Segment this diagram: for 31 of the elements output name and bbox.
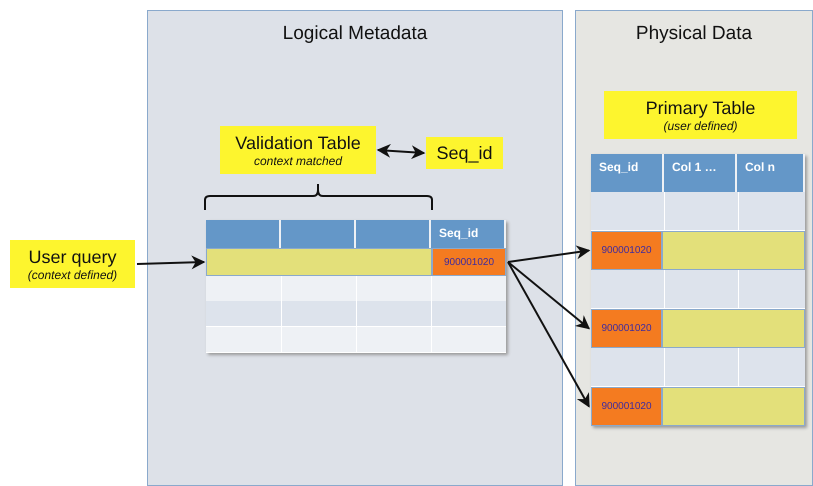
label-subtitle: (user defined) — [662, 118, 739, 132]
panel-background — [575, 10, 813, 486]
panel-background — [147, 10, 563, 486]
label-heading: Seq_id — [435, 142, 494, 164]
highlighted-row — [206, 248, 432, 276]
arrow — [376, 144, 426, 160]
label-box — [604, 91, 797, 139]
panel-title: Physical Data — [634, 23, 754, 45]
arrow — [136, 255, 206, 270]
label-heading: Primary Table — [644, 98, 756, 118]
id-cell: 900001020 — [591, 231, 662, 270]
arrow — [508, 245, 590, 263]
label-heading: Validation Table — [234, 132, 362, 154]
validation-table — [206, 220, 506, 353]
panel-title: Logical Metadata — [282, 23, 428, 45]
arrow — [507, 261, 590, 330]
label-heading: User query — [27, 246, 118, 268]
id-cell: 900001020 — [591, 387, 662, 426]
column-header: Col 1 … — [664, 154, 737, 192]
id-cell: 900001020 — [591, 309, 662, 348]
arrow — [507, 262, 590, 408]
label-subtitle: context matched — [252, 154, 344, 168]
label-box — [426, 137, 503, 169]
column-header: Col n — [737, 154, 805, 192]
column-header: Seq_id — [431, 220, 506, 248]
label-box — [220, 126, 376, 174]
column-header: Seq_id — [591, 154, 664, 192]
label-subtitle: (context defined) — [26, 268, 118, 282]
label-box — [10, 240, 135, 288]
id-cell: 900001020 — [432, 248, 506, 276]
primary-table — [591, 154, 805, 426]
